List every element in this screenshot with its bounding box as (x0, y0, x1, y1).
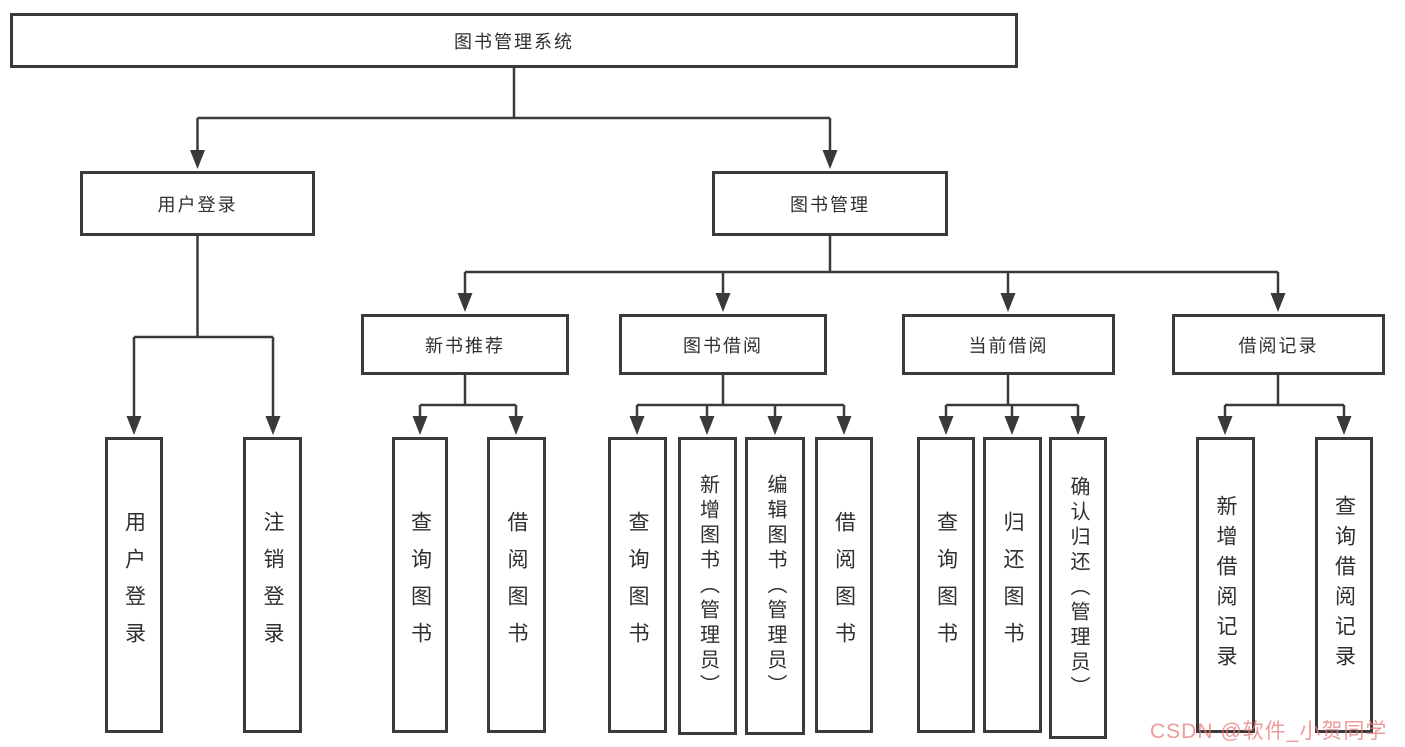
node-leaf-query-books-recommend: 查询图书 (392, 437, 448, 733)
node-leaf-add-books-admin: 新增图书（管理员） (678, 437, 737, 735)
node-leaf-return-books: 归还图书 (983, 437, 1042, 733)
node-user-login: 用户登录 (80, 171, 315, 236)
csdn-watermark: CSDN @软件_小贺同学 (1150, 720, 1388, 743)
arrowheads (126, 150, 1352, 435)
node-new-book-recommend: 新书推荐 (361, 314, 569, 375)
node-leaf-edit-books-admin: 编辑图书（管理员） (745, 437, 805, 735)
node-leaf-borrow-books-recommend: 借阅图书 (487, 437, 546, 733)
node-leaf-borrow-books: 借阅图书 (815, 437, 873, 733)
node-current-borrowing: 当前借阅 (902, 314, 1115, 375)
node-leaf-logout: 注销登录 (243, 437, 302, 733)
node-library-management-system: 图书管理系统 (10, 13, 1018, 68)
node-leaf-query-books-borrowing: 查询图书 (608, 437, 667, 733)
node-leaf-add-borrow-record: 新增借阅记录 (1196, 437, 1255, 733)
node-leaf-confirm-return-admin: 确认归还（管理员） (1049, 437, 1107, 739)
node-leaf-query-borrow-record: 查询借阅记录 (1315, 437, 1373, 733)
node-book-management: 图书管理 (712, 171, 948, 236)
node-leaf-user-login: 用户登录 (105, 437, 163, 733)
node-leaf-query-books-current: 查询图书 (917, 437, 975, 733)
node-book-borrowing: 图书借阅 (619, 314, 827, 375)
node-borrowing-records: 借阅记录 (1172, 314, 1385, 375)
